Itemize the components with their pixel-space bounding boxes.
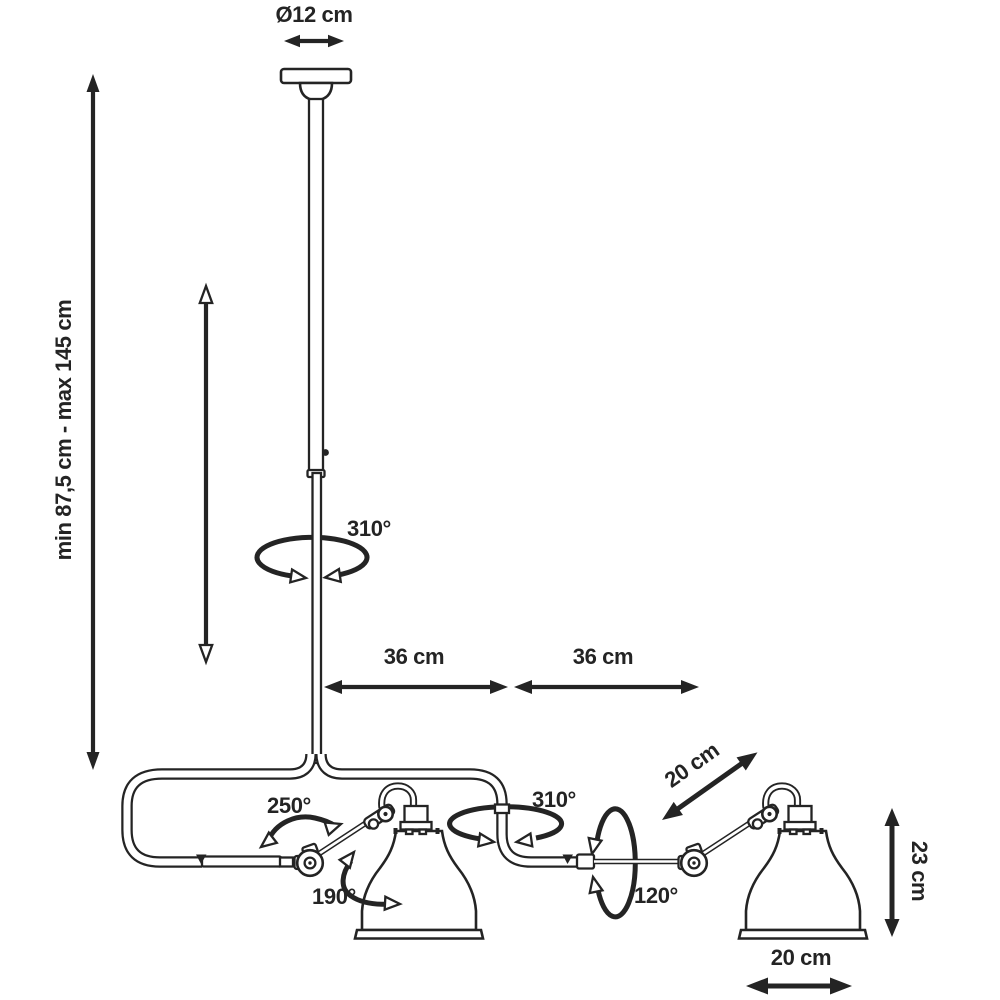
tube-collar-right bbox=[493, 803, 511, 815]
label-arm-length-left: 36 cm bbox=[384, 644, 444, 669]
label-arm-rotation-right: 310° bbox=[532, 787, 576, 812]
ceiling-mount bbox=[279, 67, 353, 101]
canopy-plate bbox=[279, 67, 353, 85]
lamp-unit-left bbox=[295, 786, 484, 939]
dim-forearm bbox=[662, 752, 758, 820]
label-forearm-swing-right: 120° bbox=[634, 883, 678, 908]
dim-suspension-range bbox=[86, 74, 100, 770]
dim-shade-height bbox=[884, 808, 900, 937]
dim-arm-left bbox=[324, 680, 508, 694]
rotation-stem-310 bbox=[254, 534, 370, 584]
label-suspension-range: min 87,5 cm - max 145 cm bbox=[51, 300, 76, 561]
label-shade-diameter: 20 cm bbox=[771, 945, 831, 970]
stem-lower-rod bbox=[311, 471, 323, 765]
left-mid-tube bbox=[200, 855, 283, 868]
frame bbox=[121, 753, 586, 868]
arm-hardware bbox=[196, 853, 680, 870]
label-elbow-swing-left: 250° bbox=[267, 793, 311, 818]
canopy-cone bbox=[298, 81, 334, 101]
label-canopy-diameter: Ø12 cm bbox=[275, 2, 352, 27]
dim-canopy-diameter bbox=[284, 34, 344, 48]
stem-upper-tube bbox=[307, 97, 325, 475]
right-tube-marker bbox=[562, 854, 573, 864]
lamp-unit-right bbox=[679, 786, 868, 939]
dim-arm-right bbox=[514, 680, 699, 694]
dim-shade-diameter bbox=[746, 977, 852, 995]
left-tube-marker bbox=[196, 854, 207, 864]
label-shade-swing-left: 190° bbox=[312, 884, 356, 909]
label-arm-length-right: 36 cm bbox=[573, 644, 633, 669]
stem-screw bbox=[322, 449, 329, 456]
stem bbox=[306, 97, 329, 765]
swing-shade-left-190 bbox=[337, 849, 403, 912]
label-stem-rotation: 310° bbox=[347, 516, 391, 541]
dim-telescope-range bbox=[198, 282, 214, 666]
swing-elbow-left-250 bbox=[258, 814, 344, 849]
right-sleeve bbox=[575, 853, 596, 870]
label-shade-height: 23 cm bbox=[907, 841, 932, 901]
left-connector bbox=[278, 856, 295, 868]
